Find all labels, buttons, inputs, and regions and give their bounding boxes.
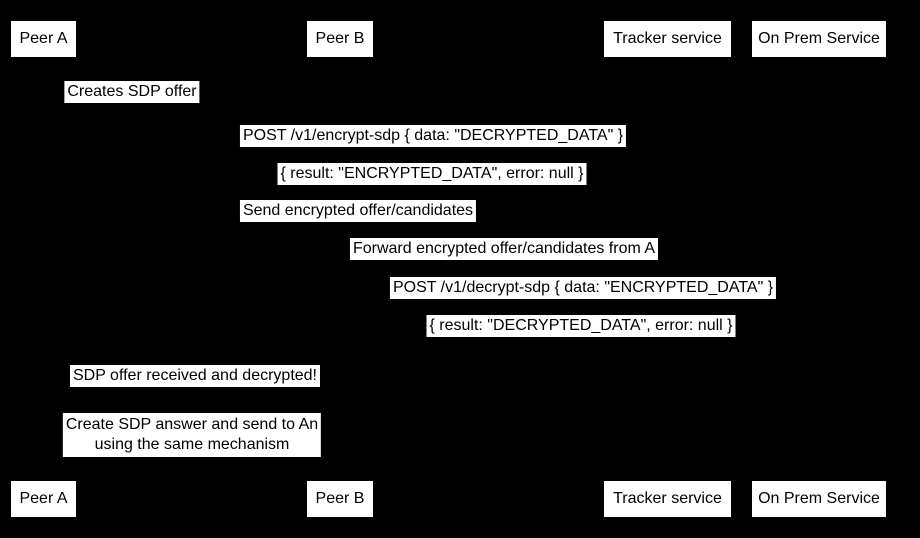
note-line-2: using the same mechanism	[94, 436, 290, 453]
actor-on-prem-service-top: On Prem Service	[752, 21, 886, 57]
note-create-sdp-answer: Create SDP answer and send to An using t…	[62, 413, 322, 457]
message-forward-encrypted-offer: Forward encrypted offer/candidates from …	[349, 238, 659, 260]
message-decrypt-result: { result: "DECRYPTED_DATA", error: null …	[426, 315, 736, 337]
message-post-encrypt-sdp: POST /v1/encrypt-sdp { data: "DECRYPTED_…	[239, 125, 627, 147]
message-send-encrypted-offer: Send encrypted offer/candidates	[239, 200, 477, 222]
note-line-1: Create SDP answer and send to An	[65, 416, 319, 433]
actor-peer-a-top: Peer A	[11, 21, 76, 57]
message-creates-sdp-offer: Creates SDP offer	[64, 81, 200, 103]
message-encrypt-result: { result: "ENCRYPTED_DATA", error: null …	[277, 163, 587, 185]
actor-on-prem-service-bottom: On Prem Service	[752, 481, 886, 517]
actor-peer-b-top: Peer B	[307, 21, 373, 57]
actor-tracker-service-top: Tracker service	[604, 21, 731, 57]
actor-tracker-service-bottom: Tracker service	[604, 481, 731, 517]
actor-peer-a-bottom: Peer A	[11, 481, 76, 517]
actor-peer-b-bottom: Peer B	[307, 481, 373, 517]
message-sdp-offer-received: SDP offer received and decrypted!	[70, 365, 320, 387]
message-post-decrypt-sdp: POST /v1/decrypt-sdp { data: "ENCRYPTED_…	[389, 277, 777, 299]
